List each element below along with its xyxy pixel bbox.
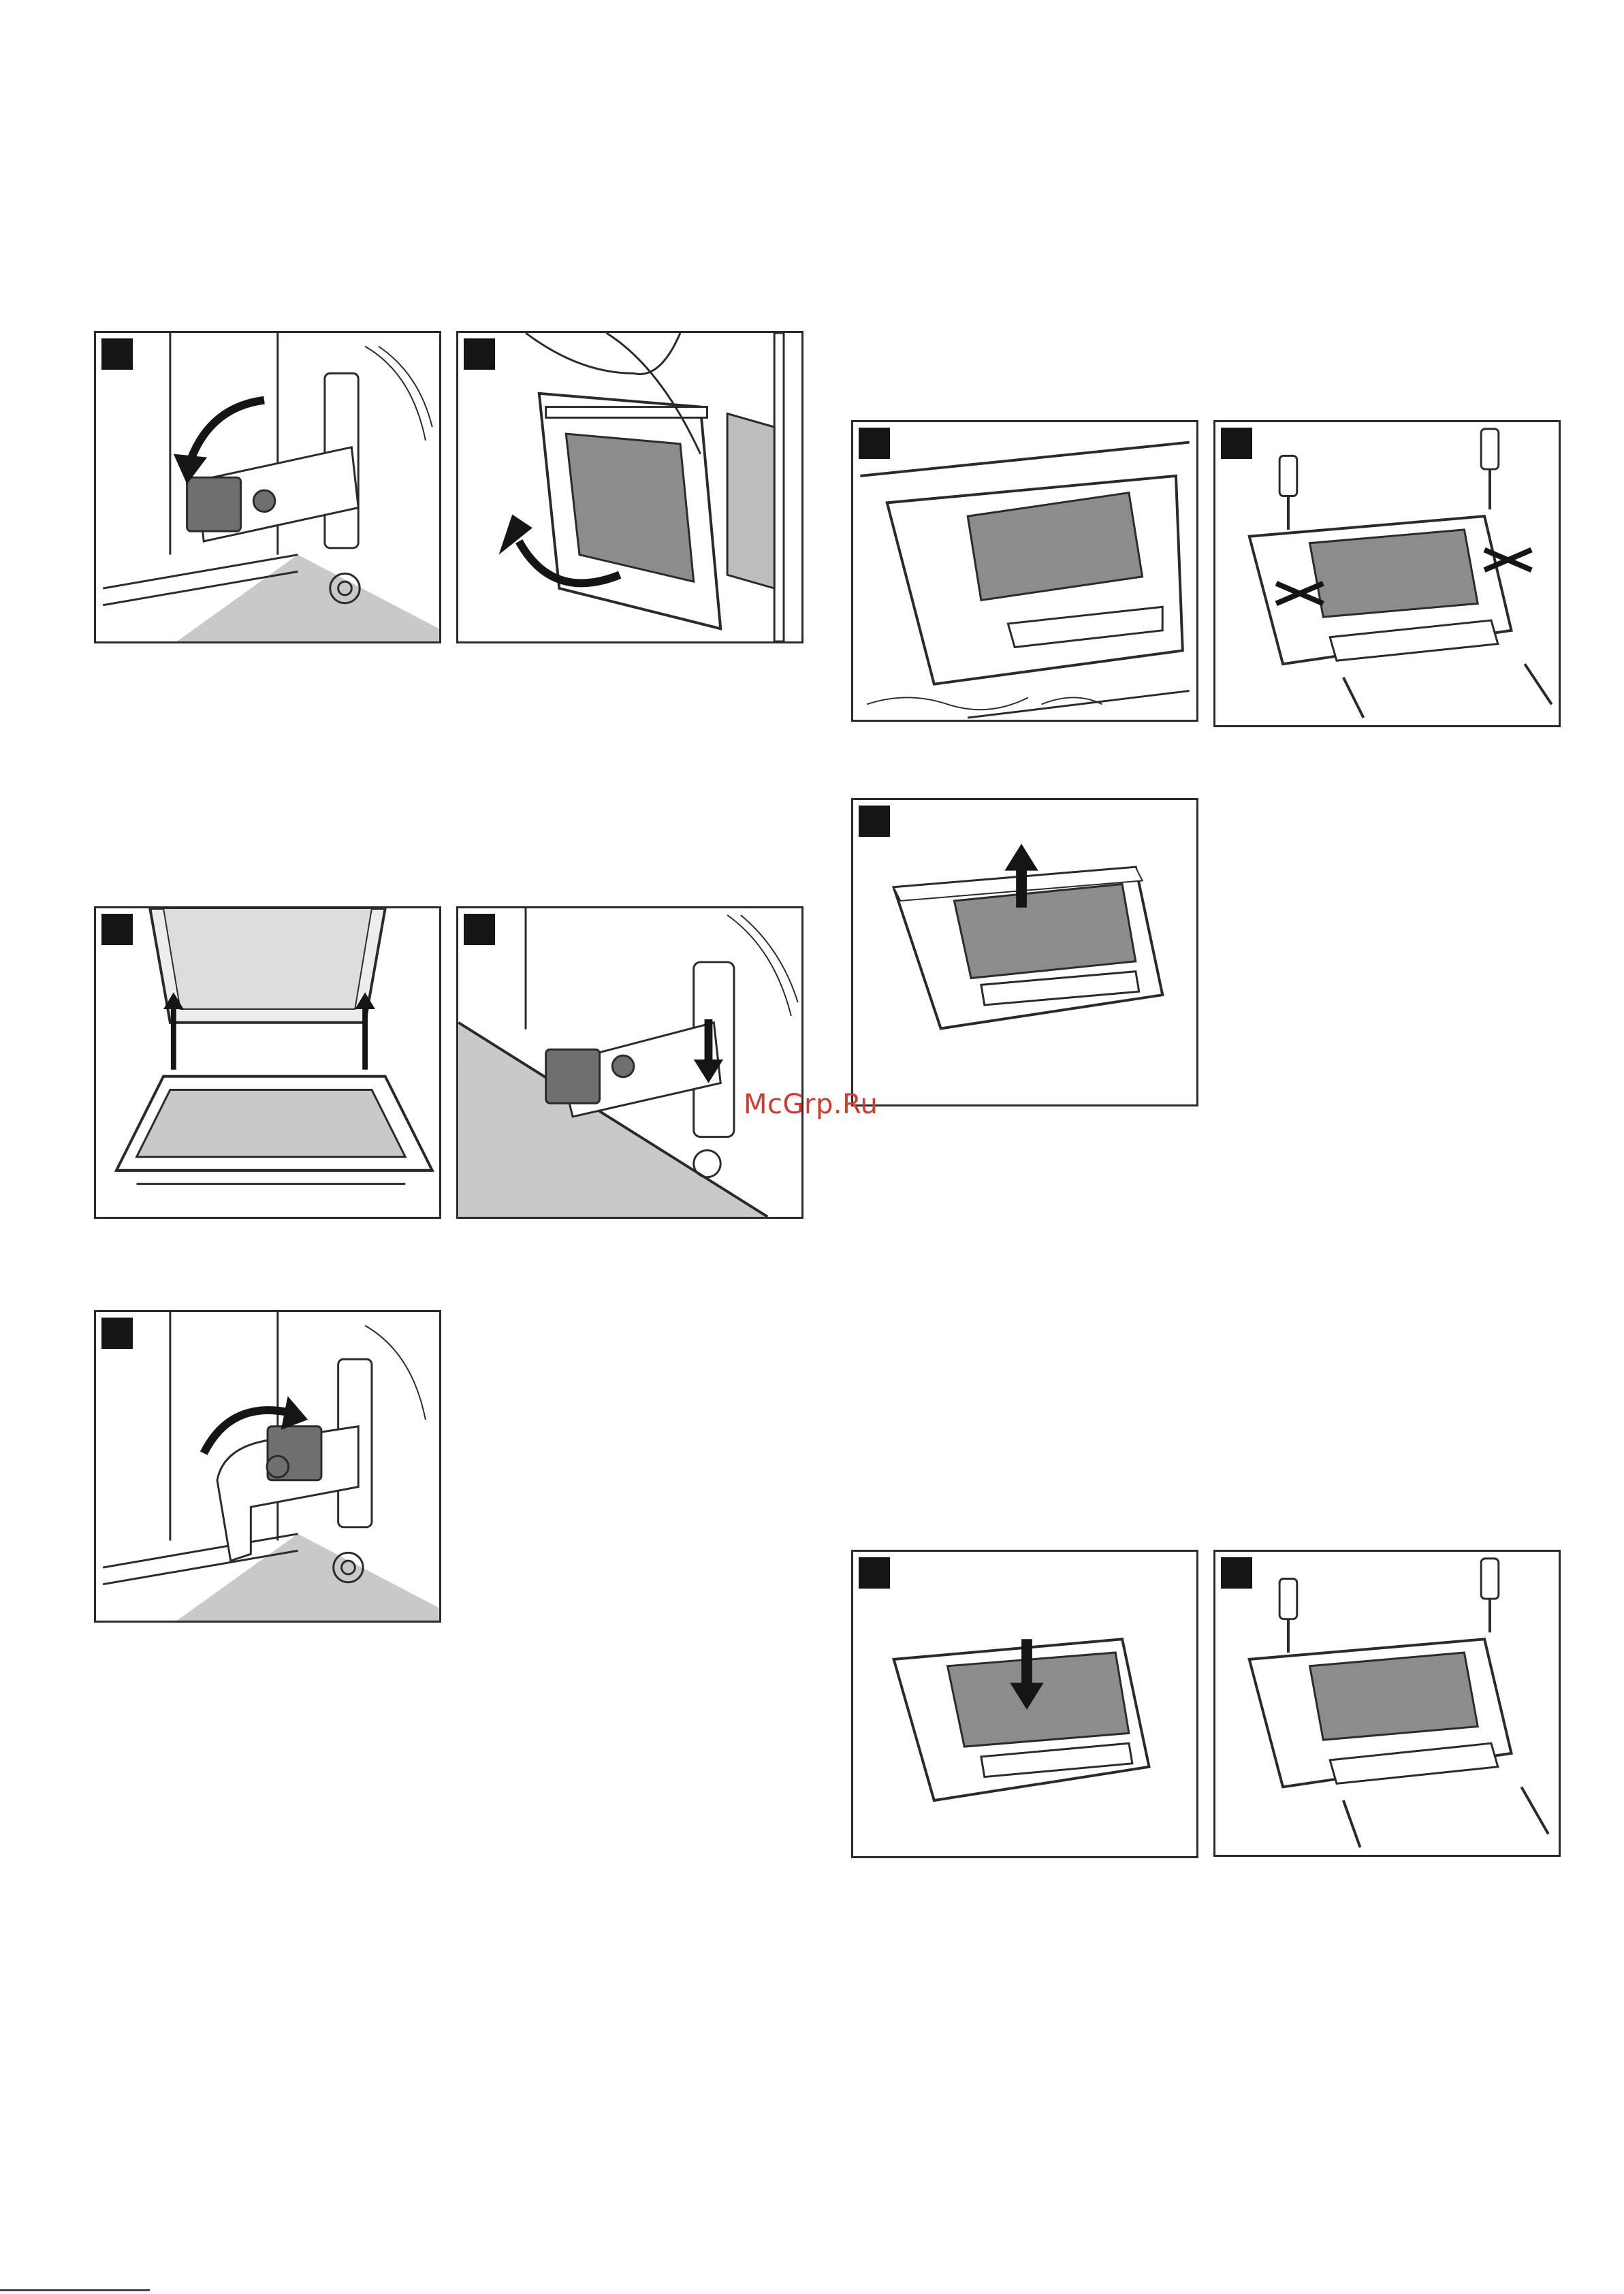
hinge-lever-down-icon bbox=[458, 908, 801, 1217]
glass-insert-down-icon bbox=[853, 1552, 1196, 1856]
illustration-hinge-lever-lowered bbox=[456, 906, 803, 1219]
illustration-hinge-lever-open bbox=[94, 331, 441, 643]
door-lift-off-icon bbox=[458, 333, 801, 641]
illustration-door-panel-lying bbox=[851, 420, 1198, 722]
illustration-door-panel-screws-in bbox=[1213, 1550, 1561, 1857]
illustration-door-panel-screws-out bbox=[1213, 420, 1561, 727]
screwdriver-icon bbox=[1215, 1552, 1559, 1855]
screwdriver-icon bbox=[1215, 422, 1559, 725]
illustration-hinge-lever-close bbox=[94, 1310, 441, 1623]
illustration-inner-glass-removal bbox=[851, 798, 1198, 1106]
illustration-door-refit bbox=[94, 906, 441, 1219]
illustration-door-removal bbox=[456, 331, 803, 643]
footer-rule bbox=[0, 2289, 150, 2291]
glass-lift-up-icon bbox=[853, 800, 1196, 1104]
watermark: McGrp.Ru bbox=[744, 1089, 878, 1120]
door-panel-icon bbox=[853, 422, 1196, 720]
illustration-inner-glass-insert bbox=[851, 1550, 1198, 1858]
door-hinge-insert-icon bbox=[96, 908, 439, 1217]
hinge-lever-close-icon bbox=[96, 1312, 439, 1621]
hinge-lever-open-icon bbox=[96, 333, 439, 641]
